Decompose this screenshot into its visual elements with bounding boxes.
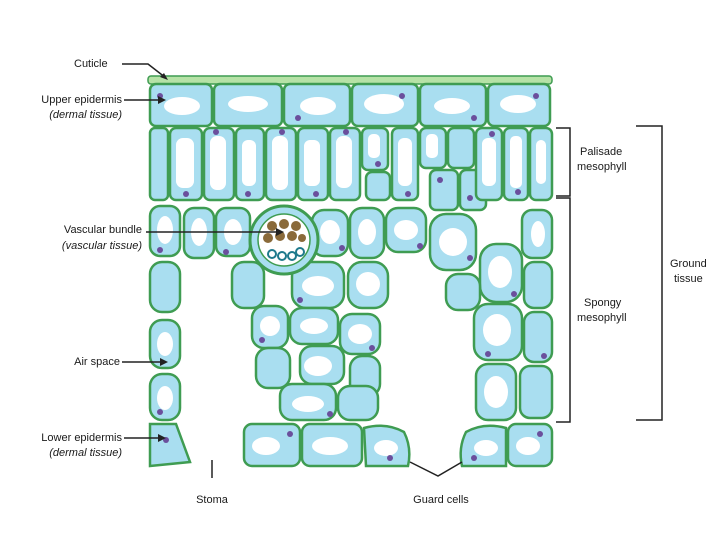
guard-cells-label: Guard cells bbox=[396, 494, 486, 507]
spongy-mesophyll-label-line2: mesophyll bbox=[577, 312, 627, 325]
cuticle-layer bbox=[148, 76, 552, 84]
cuticle-label: Cuticle bbox=[74, 58, 108, 71]
ground-tissue-label-line1: Ground bbox=[670, 258, 707, 271]
ground-tissue-label-line2: tissue bbox=[674, 273, 703, 286]
upper-epidermis-cells bbox=[150, 84, 550, 126]
lower-epidermis-sublabel: (dermal tissue) bbox=[14, 447, 122, 460]
palisade-mesophyll-label-line1: Palisade bbox=[580, 146, 622, 159]
spongy-mesophyll-label-line1: Spongy bbox=[584, 297, 621, 310]
stoma-label: Stoma bbox=[182, 494, 242, 507]
air-space-label: Air space bbox=[30, 356, 120, 369]
lower-epidermis-label: Lower epidermis bbox=[14, 432, 122, 445]
upper-epidermis-label: Upper epidermis bbox=[14, 94, 122, 107]
vascular-bundle-sublabel: (vascular tissue) bbox=[14, 240, 142, 253]
upper-epidermis-sublabel: (dermal tissue) bbox=[14, 109, 122, 122]
palisade-mesophyll-label-line2: mesophyll bbox=[577, 161, 627, 174]
vascular-bundle bbox=[250, 206, 318, 274]
vascular-bundle-label: Vascular bundle bbox=[14, 224, 142, 237]
